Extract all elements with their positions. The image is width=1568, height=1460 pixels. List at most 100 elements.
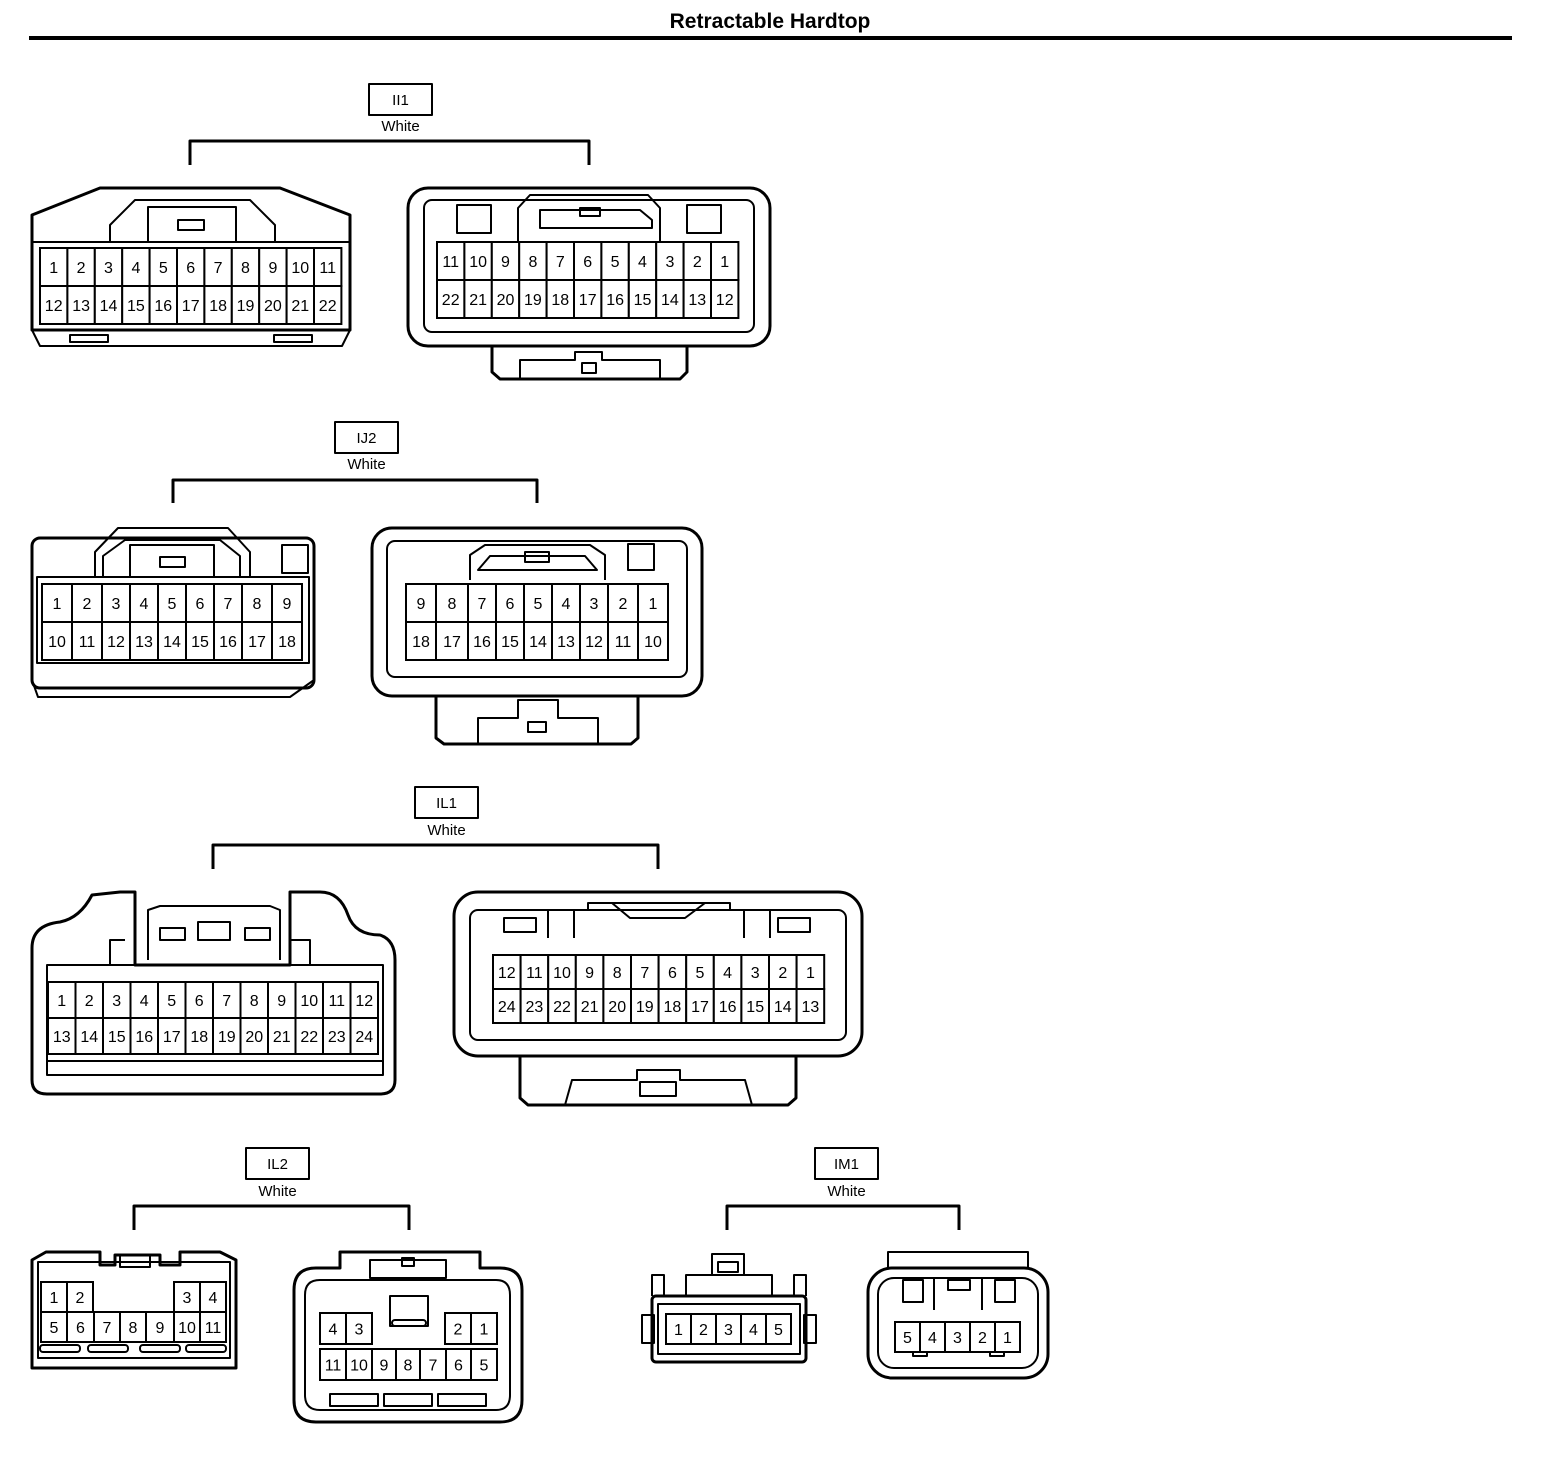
pin-number: 14 — [100, 298, 118, 315]
connector-housing-left — [30, 1250, 238, 1370]
pin-number: 11 — [79, 634, 96, 651]
pin-cavity — [600, 241, 630, 281]
pin-number: 4 — [749, 1322, 758, 1339]
pin-cavity — [547, 988, 577, 1024]
pin-number: 1 — [50, 1290, 59, 1307]
pin-number: 24 — [355, 1029, 373, 1046]
pin-cavity — [184, 1017, 214, 1055]
pin-number: 3 — [751, 965, 760, 982]
pin-number: 9 — [156, 1320, 165, 1337]
pin-cavity — [490, 241, 521, 281]
connector-label: IL1 — [436, 795, 457, 812]
pin-number: 1 — [57, 993, 66, 1010]
pin-cavity — [490, 279, 521, 319]
pin-number: 8 — [528, 254, 537, 271]
pin-cavity — [313, 285, 343, 325]
pin-number: 19 — [636, 999, 654, 1016]
connector-label: IM1 — [834, 1156, 859, 1173]
pin-number: 7 — [224, 596, 233, 613]
pin-number: 11 — [205, 1320, 222, 1337]
pin-cavity — [121, 285, 151, 325]
pin-number: 21 — [581, 999, 599, 1016]
pin-cavity — [241, 621, 273, 661]
pin-cavity — [66, 1281, 94, 1313]
pin-number: 5 — [480, 1358, 489, 1375]
pin-number: 14 — [529, 634, 547, 651]
pin-cavity — [129, 621, 159, 661]
connector-housing-right — [406, 186, 772, 381]
pin-cavity — [768, 954, 798, 990]
pin-number: 15 — [634, 292, 652, 309]
title-rule — [29, 36, 1512, 40]
bracket — [132, 1204, 411, 1230]
pin-number: 5 — [534, 596, 543, 613]
pin-cavity — [40, 1281, 68, 1313]
connector-housing-right — [292, 1250, 524, 1424]
pin-number: 4 — [329, 1322, 338, 1339]
pin-number: 1 — [53, 596, 62, 613]
connector-label-box — [245, 1147, 310, 1180]
pin-number: 2 — [454, 1322, 463, 1339]
pin-number: 14 — [80, 1029, 98, 1046]
pin-number: 11 — [442, 254, 459, 271]
pin-number: 8 — [129, 1320, 138, 1337]
pin-number: 2 — [699, 1322, 708, 1339]
pin-cavity — [768, 988, 798, 1024]
pin-number: 17 — [163, 1029, 181, 1046]
pin-number: 13 — [135, 634, 153, 651]
pin-number: 11 — [615, 634, 632, 651]
pin-number: 14 — [661, 292, 679, 309]
pin-number: 11 — [328, 993, 345, 1010]
pin-number: 12 — [45, 298, 63, 315]
pin-number: 18 — [278, 634, 296, 651]
pin-cavity — [47, 1017, 77, 1055]
pin-number: 22 — [319, 298, 337, 315]
connector-housing-left — [30, 527, 316, 698]
connector-label: IL2 — [267, 1156, 288, 1173]
connector-label-box — [368, 83, 433, 116]
pin-cavity — [627, 241, 658, 281]
pin-cavity — [313, 247, 343, 287]
pin-number: 13 — [802, 999, 820, 1016]
pin-cavity — [523, 583, 553, 623]
pin-number: 4 — [562, 596, 571, 613]
pin-number: 10 — [553, 965, 571, 982]
pin-cavity — [657, 988, 688, 1024]
connector-housing-left — [30, 890, 397, 1096]
pin-number: 3 — [112, 596, 121, 613]
pin-number: 21 — [469, 292, 487, 309]
pin-cavity — [405, 621, 437, 661]
pin-number: 2 — [693, 254, 702, 271]
pin-number: 12 — [355, 993, 373, 1010]
pin-cavity — [213, 583, 243, 623]
pin-number: 6 — [186, 260, 195, 277]
pin-cavity — [470, 1312, 498, 1345]
connector-label-box — [814, 1147, 879, 1180]
connector-housing-right — [452, 890, 864, 1107]
pin-number: 18 — [209, 298, 227, 315]
pin-number: 20 — [608, 999, 626, 1016]
pin-cavity — [655, 279, 685, 319]
pin-number: 11 — [526, 965, 543, 982]
pin-number: 9 — [417, 596, 426, 613]
pin-cavity — [637, 621, 669, 661]
pin-number: 5 — [696, 965, 705, 982]
pin-number: 17 — [182, 298, 200, 315]
connector-housing-right — [370, 526, 704, 746]
pin-number: 7 — [556, 254, 565, 271]
pin-cavity — [101, 621, 131, 661]
pin-number: 22 — [300, 1029, 318, 1046]
pin-number: 18 — [190, 1029, 208, 1046]
pin-cavity — [199, 1311, 227, 1343]
pin-number: 1 — [480, 1322, 489, 1339]
pin-number: 4 — [140, 993, 149, 1010]
pin-number: 13 — [53, 1029, 71, 1046]
pin-number: 3 — [590, 596, 599, 613]
pin-number: 3 — [665, 254, 674, 271]
pin-number: 20 — [264, 298, 282, 315]
